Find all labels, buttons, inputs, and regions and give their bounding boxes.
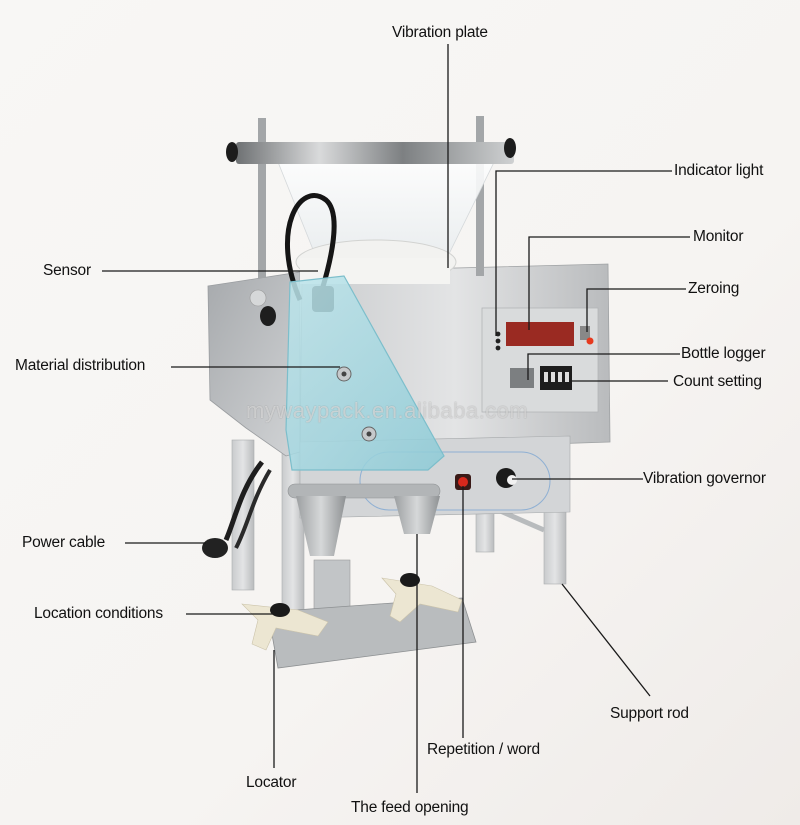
label-locator: Locator: [246, 774, 297, 791]
posts: [258, 116, 484, 278]
control-panel: [481, 307, 599, 413]
label-bottle-logger: Bottle logger: [681, 345, 766, 362]
label-location-conditions: Location conditions: [34, 605, 163, 622]
label-sensor: Sensor: [43, 262, 91, 279]
hopper: [226, 138, 516, 285]
label-indicator-light: Indicator light: [674, 162, 764, 179]
label-vibration-plate: Vibration plate: [392, 24, 488, 41]
label-count-setting: Count setting: [673, 373, 762, 390]
leader-bottle-logger: [527, 353, 680, 380]
power-cable-art: [202, 460, 272, 558]
label-support-rod: Support rod: [610, 705, 689, 722]
label-monitor: Monitor: [693, 228, 744, 245]
leader-zeroing: [586, 288, 686, 332]
label-material-distribution: Material distribution: [15, 357, 146, 374]
label-feed-opening: The feed opening: [351, 799, 469, 816]
leader-support-rod: [561, 583, 651, 697]
label-power-cable: Power cable: [22, 534, 106, 551]
label-vibration-governor: Vibration governor: [643, 470, 766, 487]
leader-indicator-light: [495, 170, 672, 336]
leader-lines: [102, 44, 690, 793]
watermark: mywaypack.en.alibaba.com: [246, 398, 529, 423]
label-repetition-word: Repetition / word: [427, 741, 540, 758]
leader-monitor: [528, 236, 690, 330]
front-controls: [455, 468, 517, 490]
distribution-chute: [285, 275, 445, 471]
base-plate: [241, 559, 477, 669]
feed-cups: [287, 483, 441, 556]
label-zeroing: Zeroing: [688, 280, 740, 297]
